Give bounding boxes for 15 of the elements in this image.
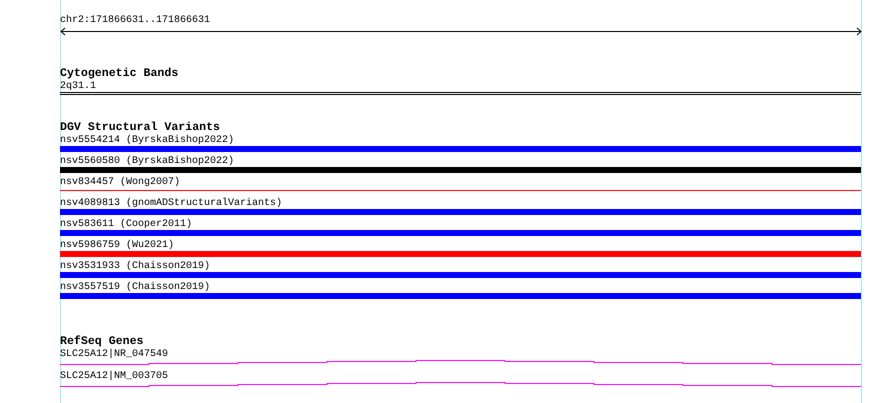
track-heading: DGV Structural Variants — [60, 122, 222, 134]
variant-label: nsv3531933 (Chaisson2019) — [60, 261, 210, 272]
variant-label: nsv5554214 (ByrskaBishop2022) — [60, 135, 234, 146]
track-heading: Cytogenetic Bands — [60, 68, 180, 80]
variant-label: nsv4089813 (gnomADStructuralVariants) — [60, 198, 282, 209]
coordinate-label: chr2:171866631..171866631 — [60, 15, 210, 26]
variant-label: nsv5560580 (ByrskaBishop2022) — [60, 156, 234, 167]
track-heading: RefSeq Genes — [60, 336, 144, 348]
gene-label: SLC25A12|NR_047549 — [60, 349, 168, 360]
variant-label: nsv5986759 (Wu2021) — [60, 240, 174, 251]
variant-label: nsv583611 (Cooper2011) — [60, 219, 192, 230]
band-label: 2q31.1 — [60, 81, 96, 92]
variant-label: nsv834457 (Wong2007) — [60, 177, 180, 188]
gene-label: SLC25A12|NM_003705 — [60, 371, 168, 382]
variant-label: nsv3557519 (Chaisson2019) — [60, 282, 210, 293]
